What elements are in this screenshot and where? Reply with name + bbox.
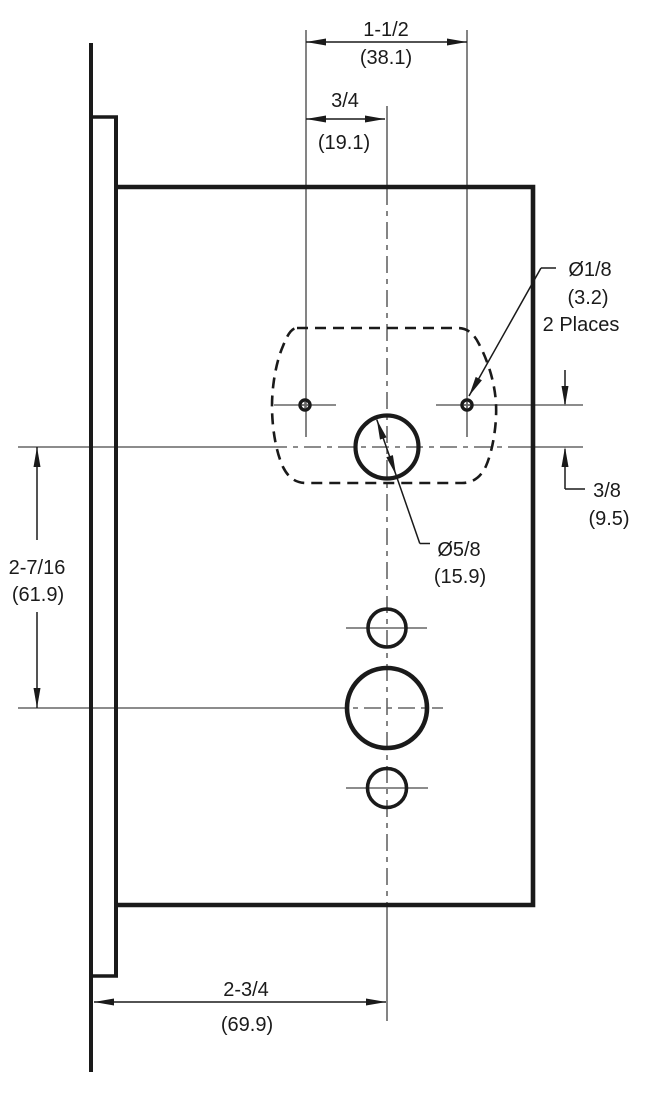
arrowhead-up xyxy=(33,447,41,467)
diameter-arrowhead-lower xyxy=(386,455,397,476)
arrowhead-left xyxy=(94,998,114,1006)
arrowhead-right xyxy=(365,115,385,123)
bottom-width-inches-label: 2-3/4 xyxy=(223,979,269,1001)
arrowhead-left xyxy=(306,115,326,123)
top-width-inches-label: 1-1/2 xyxy=(363,19,409,41)
center-hole-mm-label: (15.9) xyxy=(434,566,486,588)
left-height-mm-label: (61.9) xyxy=(12,584,64,606)
label-small-hole: Ø1/8 (3.2) 2 Places xyxy=(468,259,620,397)
bottom-width-mm-label: (69.9) xyxy=(221,1014,273,1036)
existing-hole-upper-small xyxy=(366,607,408,649)
arrowhead-down xyxy=(561,386,569,406)
mounting-holes xyxy=(298,398,474,412)
spindle-hole xyxy=(353,413,421,481)
existing-holes xyxy=(344,607,430,810)
mounting-hole-right xyxy=(460,398,474,412)
existing-hole-lower-small xyxy=(365,766,409,810)
door-edge-lines xyxy=(89,43,118,1072)
mounting-hole-left xyxy=(298,398,312,412)
arrowhead-down xyxy=(33,688,41,708)
dimension-left-height: 2-7/16 (61.9) xyxy=(9,447,66,708)
hidden-body-outline xyxy=(270,326,498,485)
small-hole-places-label: 2 Places xyxy=(543,314,620,336)
diameter-arrowhead-upper xyxy=(376,419,387,440)
vertical-offset-mm-label: (9.5) xyxy=(588,508,629,530)
leader-arrowhead xyxy=(469,376,482,396)
centerlines-and-extension-lines xyxy=(18,30,583,1021)
top-width-mm-label: (38.1) xyxy=(360,47,412,69)
small-hole-mm-label: (3.2) xyxy=(567,287,608,309)
diameter-leader-line xyxy=(376,419,421,544)
leader-line xyxy=(468,267,542,397)
dimension-vertical-offset: 3/8 (9.5) xyxy=(561,370,630,530)
half-width-mm-label: (19.1) xyxy=(318,132,370,154)
center-hole-diameter-label: Ø5/8 xyxy=(437,539,480,561)
dimension-top-width: 1-1/2 (38.1) xyxy=(306,19,467,69)
dimension-bottom-width: 2-3/4 (69.9) xyxy=(94,979,386,1036)
vertical-offset-inches-label: 3/8 xyxy=(593,480,621,502)
small-hole-diameter-label: Ø1/8 xyxy=(568,259,611,281)
half-width-inches-label: 3/4 xyxy=(331,90,359,112)
dimension-half-width: 3/4 (19.1) xyxy=(306,90,385,154)
lock-case-outline xyxy=(116,184,536,908)
label-center-hole: Ø5/8 (15.9) xyxy=(376,419,486,588)
existing-hole-large xyxy=(344,665,430,751)
arrowhead-left xyxy=(306,38,326,46)
arrowhead-right xyxy=(447,38,467,46)
left-height-inches-label: 2-7/16 xyxy=(9,557,66,579)
arrowhead-right xyxy=(366,998,386,1006)
